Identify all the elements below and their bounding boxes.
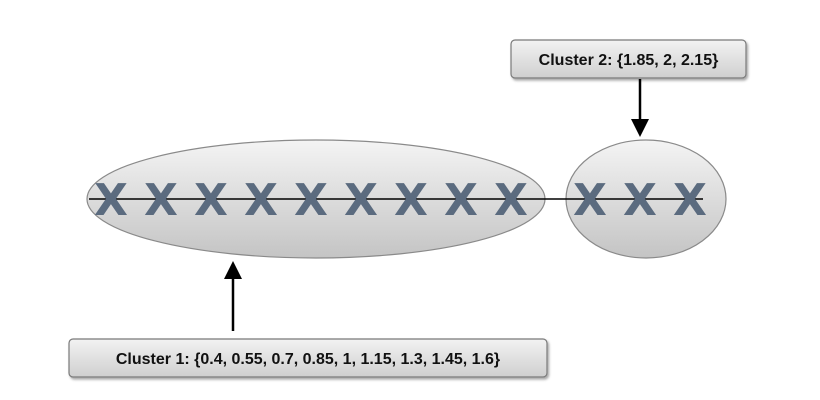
cluster-1-point-marker: X (294, 175, 328, 226)
cluster-2-label-box: Cluster 2: {1.85, 2, 2.15} (510, 39, 747, 79)
cluster-2-point-marker: X (573, 175, 607, 226)
cluster-1-point-marker: X (444, 175, 478, 226)
cluster-1-label-box: Cluster 1: {0.4, 0.55, 0.7, 0.85, 1, 1.1… (68, 338, 548, 378)
cluster-1-point-marker: X (344, 175, 378, 226)
cluster-2-arrow (631, 79, 649, 137)
cluster-1-point-marker: X (244, 175, 278, 226)
cluster-2-point-marker: X (673, 175, 707, 226)
cluster-1-point-marker: X (94, 175, 128, 226)
cluster-1-point-marker: X (494, 175, 528, 226)
cluster-1-point-marker: X (394, 175, 428, 226)
cluster-2-label: Cluster 2: {1.85, 2, 2.15} (539, 52, 719, 69)
cluster-1-point-marker: X (144, 175, 178, 226)
cluster-2-point-marker: X (623, 175, 657, 226)
cluster-1-label: Cluster 1: {0.4, 0.55, 0.7, 0.85, 1, 1.1… (116, 351, 500, 368)
cluster-1-point-marker: X (194, 175, 228, 226)
cluster-1-arrow (224, 261, 242, 331)
